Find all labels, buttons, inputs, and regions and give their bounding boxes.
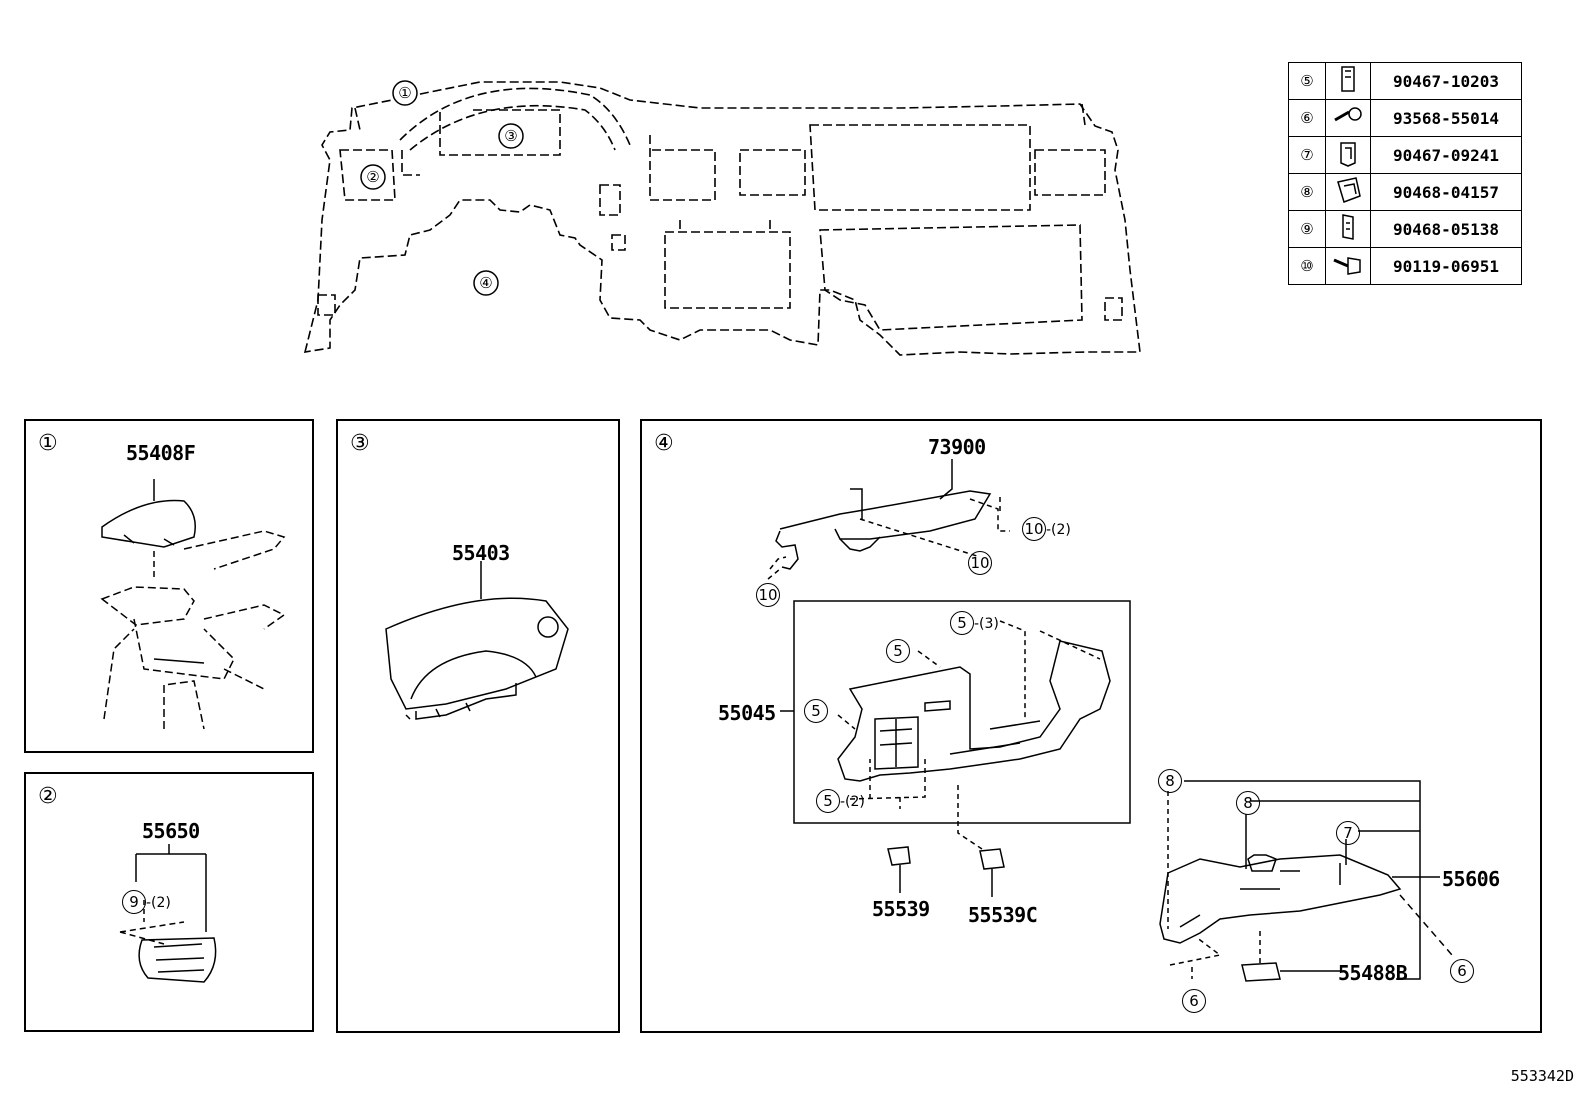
fastener-reference-table: ⑤ 90467-10203 ⑥ 93568-55014 ⑦ 90467-0924…	[1288, 62, 1522, 285]
panel-2: ② 55650 9-(2)	[24, 772, 314, 1032]
part-label-55606: 55606	[1442, 867, 1500, 891]
bolt-icon	[1333, 257, 1361, 275]
fastener-5-callout-a: 5-(3)	[950, 611, 999, 635]
table-row: ⑦ 90467-09241	[1288, 136, 1522, 174]
fastener-9-callout: 9-(2)	[122, 890, 171, 914]
overview-callout-4: ④	[479, 274, 492, 292]
part-number: 90468-05138	[1370, 210, 1522, 248]
fastener-index: 6	[1450, 959, 1474, 983]
fastener-6-callout-a: 6	[1450, 959, 1474, 983]
panel-3: ③ 55403	[336, 419, 620, 1033]
panel-2-index: ②	[38, 784, 58, 809]
fastener-10-callout-a: 10-(2)	[1022, 517, 1071, 541]
table-row: ⑤ 90467-10203	[1288, 62, 1522, 100]
fastener-8-callout-b: 8	[1236, 791, 1260, 815]
fastener-index: 6	[1182, 989, 1206, 1013]
panel-3-index: ③	[350, 431, 370, 456]
part-number: 90467-09241	[1370, 136, 1522, 174]
row-index: ⑧	[1300, 183, 1314, 201]
fastener-index: 8	[1158, 769, 1182, 793]
fastener-index: 5	[816, 789, 840, 813]
panel-1: ① 55408F	[24, 419, 314, 753]
clip-icon	[1341, 66, 1355, 92]
overview-callout-2: ②	[366, 168, 379, 186]
part-number: 93568-55014	[1370, 99, 1522, 137]
part-label-55539c: 55539C	[968, 903, 1038, 927]
row-index: ⑤	[1300, 72, 1314, 90]
table-row: ⑥ 93568-55014	[1288, 99, 1522, 137]
row-index: ⑥	[1300, 109, 1314, 127]
clip-icon	[1342, 214, 1354, 240]
row-index: ⑩	[1300, 257, 1314, 275]
panel-2-drawing	[119, 844, 217, 983]
overview-callout-1: ①	[398, 84, 411, 102]
screw-icon	[1334, 107, 1362, 122]
fastener-index: 5	[886, 639, 910, 663]
fastener-qty: -(2)	[1046, 522, 1071, 538]
fastener-index: 10	[968, 551, 992, 575]
table-row: ⑩ 90119-06951	[1288, 247, 1522, 285]
fastener-6-callout-b: 6	[1182, 989, 1206, 1013]
panel-4: ④ 73900 55045 55539 55539C 55606 55488B …	[640, 419, 1542, 1033]
fastener-qty: -(2)	[146, 895, 171, 911]
table-row: ⑨ 90468-05138	[1288, 210, 1522, 248]
panel-3-drawing	[385, 561, 569, 720]
fastener-index: 5	[804, 699, 828, 723]
row-index: ⑦	[1300, 146, 1314, 164]
row-index: ⑨	[1300, 220, 1314, 238]
part-label-55408f: 55408F	[126, 441, 196, 465]
part-label-73900: 73900	[928, 435, 986, 459]
part-label-55650: 55650	[142, 819, 200, 843]
part-label-55539: 55539	[872, 897, 930, 921]
fastener-5-callout-c: 5	[804, 699, 828, 723]
diagram-code: 553342D	[1510, 1067, 1574, 1085]
fastener-10-callout-b: 10	[968, 551, 992, 575]
fastener-index: 7	[1336, 821, 1360, 845]
fastener-qty: -(3)	[974, 616, 999, 632]
part-number: 90467-10203	[1370, 62, 1522, 100]
clip-icon	[1337, 177, 1361, 203]
panel-4-drawing	[767, 459, 1453, 982]
clip-icon	[1340, 142, 1356, 167]
table-row: ⑧ 90468-04157	[1288, 173, 1522, 211]
part-number: 90119-06951	[1370, 247, 1522, 285]
fastener-8-callout-a: 8	[1158, 769, 1182, 793]
fastener-5-callout-d: 5-(2)	[816, 789, 865, 813]
overview-callout-3: ③	[504, 127, 517, 145]
panel-1-index: ①	[38, 431, 58, 456]
fastener-index: 5	[950, 611, 974, 635]
dashboard-overview-drawing: ① ② ③ ④	[303, 80, 1141, 356]
part-number: 90468-04157	[1370, 173, 1522, 211]
part-label-55045: 55045	[718, 701, 776, 725]
panel-4-index: ④	[654, 431, 674, 456]
fastener-7-callout: 7	[1336, 821, 1360, 845]
fastener-index: 10	[756, 583, 780, 607]
part-label-55488b: 55488B	[1338, 961, 1408, 985]
fastener-index: 10	[1022, 517, 1046, 541]
fastener-index: 9	[122, 890, 146, 914]
fastener-qty: -(2)	[840, 794, 865, 810]
fastener-5-callout-b: 5	[886, 639, 910, 663]
fastener-10-callout-c: 10	[756, 583, 780, 607]
panel-1-drawing	[100, 479, 286, 730]
fastener-index: 8	[1236, 791, 1260, 815]
